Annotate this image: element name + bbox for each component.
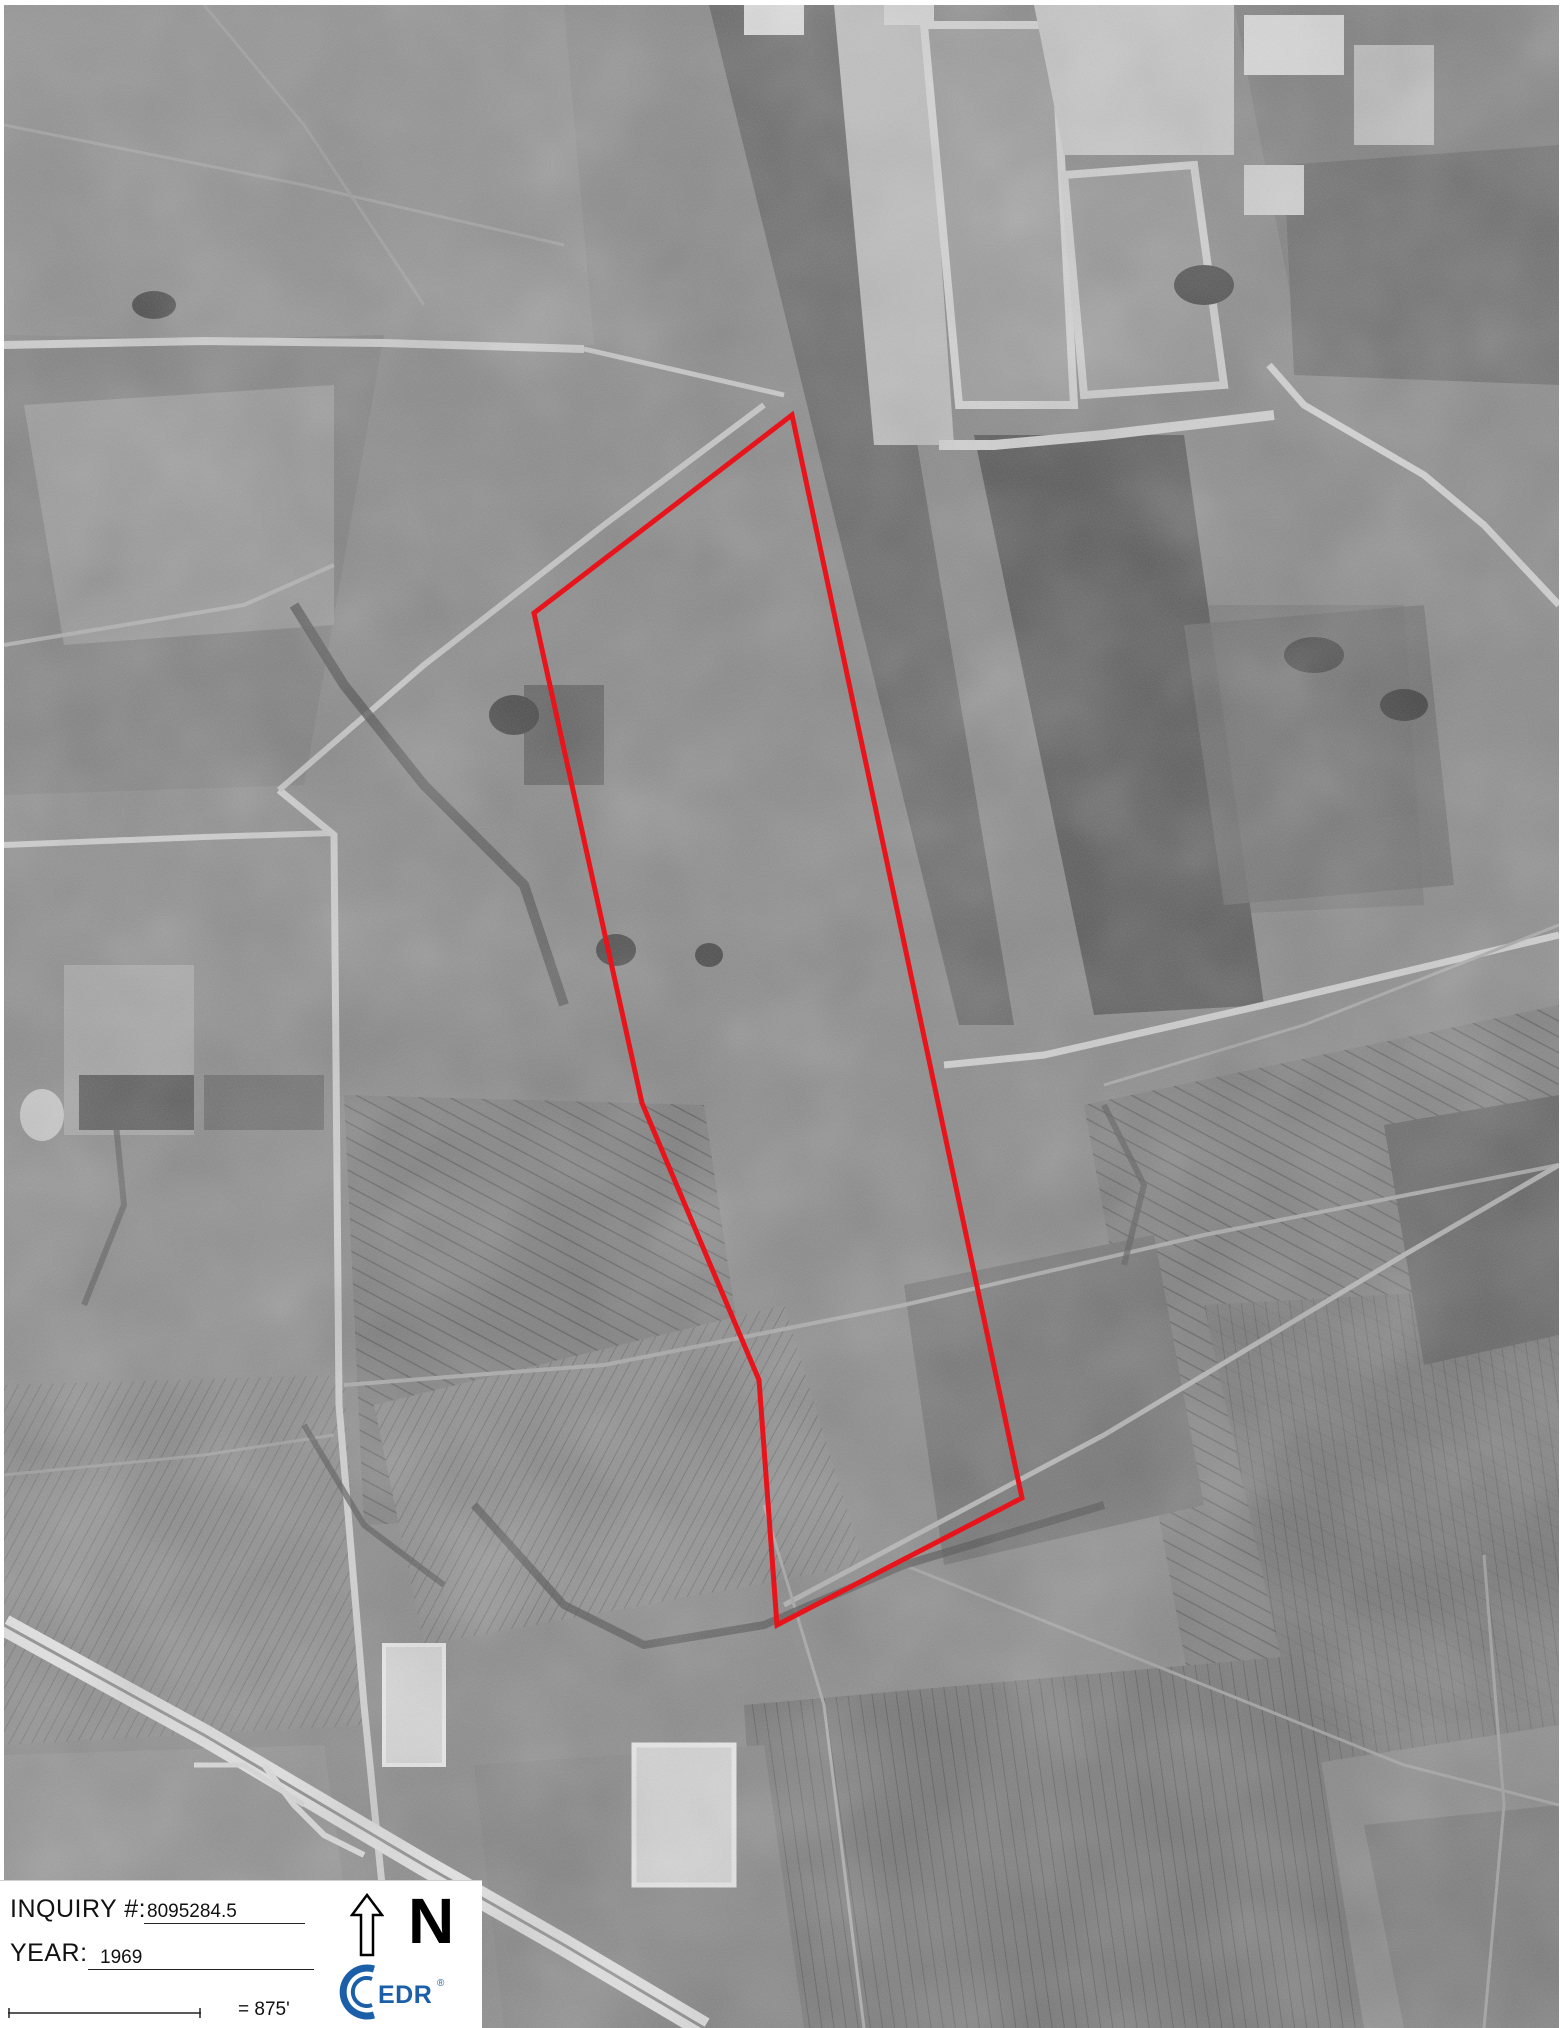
inquiry-number: 8095284.5 <box>144 1901 305 1924</box>
edr-logo-icon <box>339 1964 375 2020</box>
inquiry-label: INQUIRY #: <box>10 1895 147 1923</box>
north-arrow-icon <box>350 1893 384 1957</box>
registered-mark: ® <box>437 1978 445 1989</box>
scale-distance: = 875' <box>238 1999 290 2020</box>
north-label: N <box>408 1885 455 1957</box>
map-legend: INQUIRY #: 8095284.5 YEAR: 1969 = 875' N… <box>0 1880 482 2028</box>
edr-logo-text: EDR <box>378 1981 433 2009</box>
year-value: 1969 <box>88 1947 314 1970</box>
scale-bar <box>8 2008 201 2018</box>
year-label: YEAR: <box>10 1939 88 1967</box>
film-grain <box>4 5 1559 2028</box>
site-boundary-outline <box>531 410 1025 1629</box>
aerial-photograph <box>4 5 1559 2028</box>
